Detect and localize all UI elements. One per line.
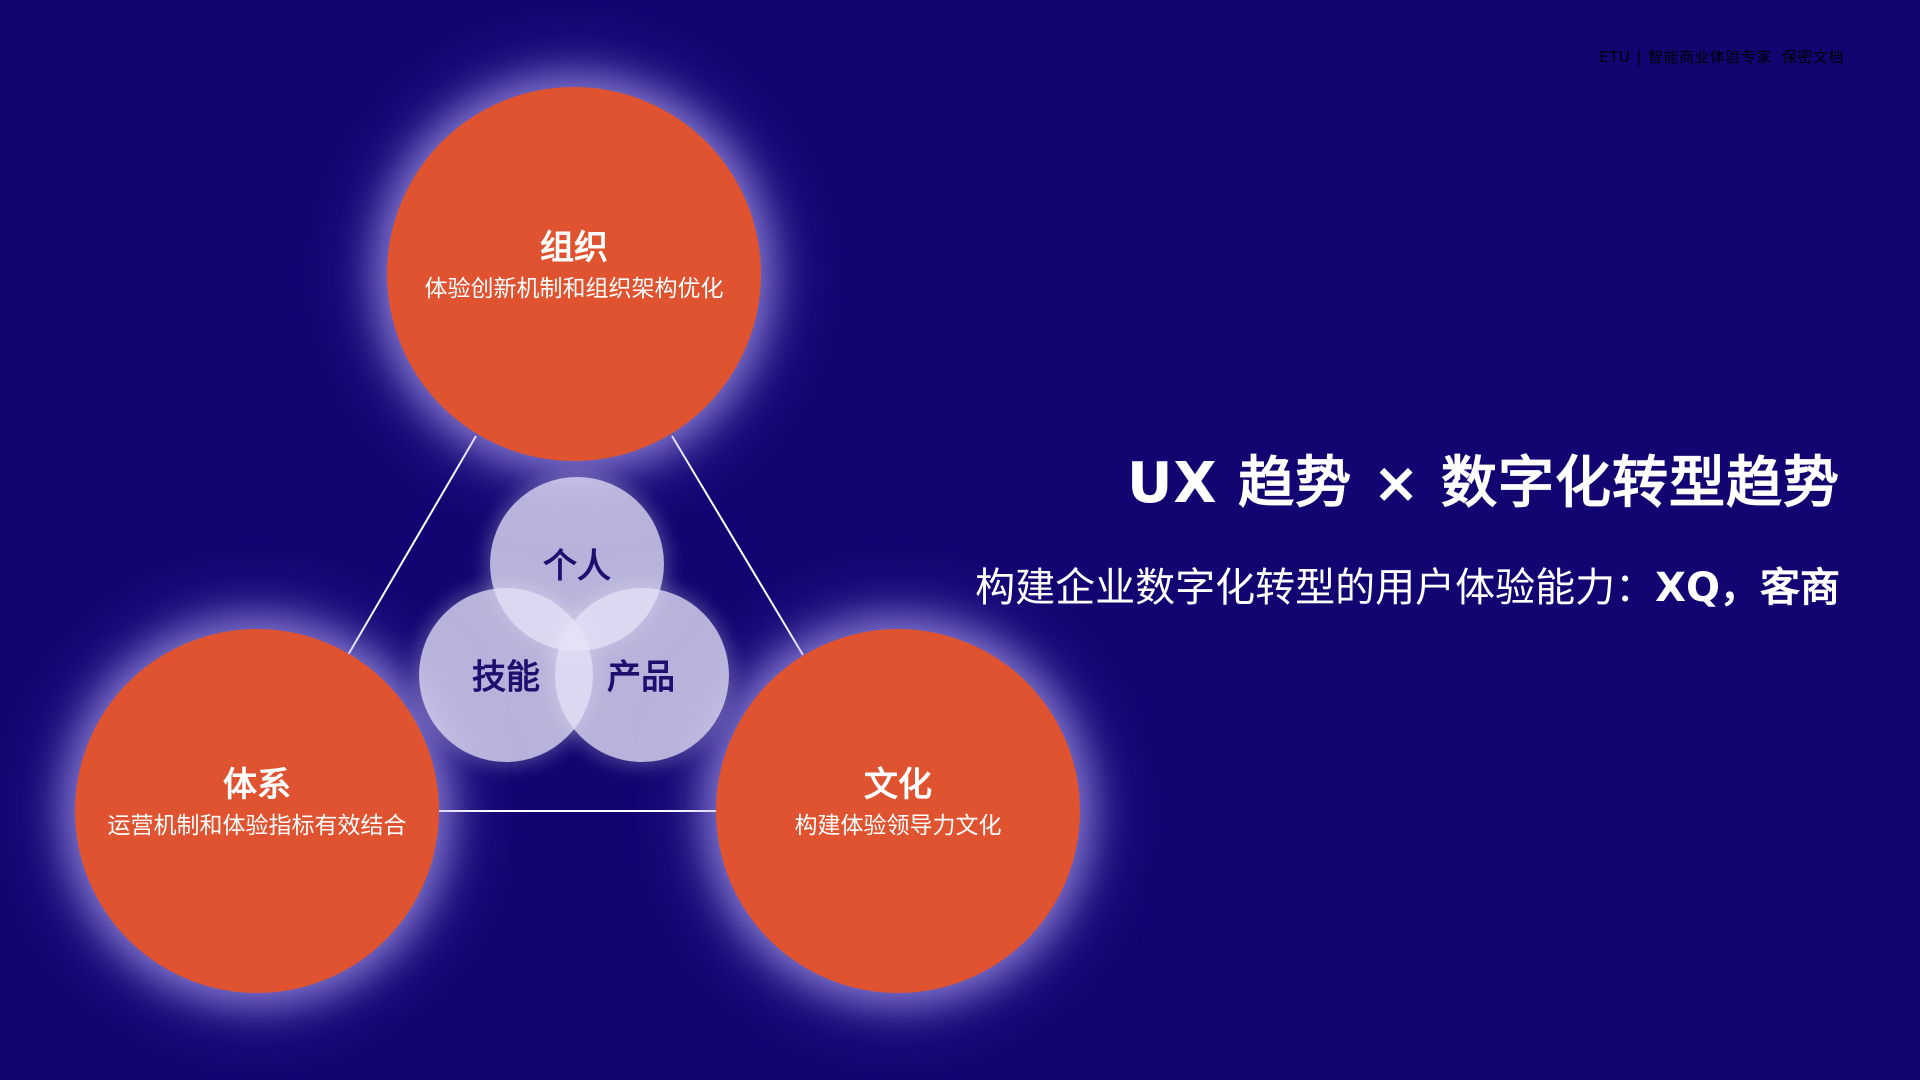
- header-separator: |: [1636, 48, 1642, 66]
- node-culture: 文化 构建体验领导力文化: [716, 629, 1080, 993]
- subtitle-prefix: 构建企业数字化转型的用户体验能力：: [975, 565, 1656, 611]
- confidential-label: 保密文档: [1781, 48, 1844, 66]
- venn-label-person: 个人: [543, 546, 611, 587]
- venn-label-product: 产品: [607, 657, 675, 698]
- brand-tagline: 智能商业体验专家: [1647, 48, 1772, 66]
- headline-subtitle: 构建企业数字化转型的用户体验能力：XQ，客商: [975, 555, 1840, 613]
- node-organization: 组织 体验创新机制和组织架构优化: [387, 87, 761, 461]
- venn-circle-product: [555, 588, 729, 762]
- node-system: 体系 运营机制和体验指标有效结合: [75, 629, 439, 993]
- brand-name: ETU: [1599, 48, 1631, 66]
- headline-title: UX 趋势 × 数字化转型趋势: [1126, 451, 1840, 516]
- node-organization-desc: 体验创新机制和组织架构优化: [424, 276, 724, 302]
- subtitle-emphasis: XQ，客商: [1655, 565, 1840, 611]
- node-culture-title: 文化: [864, 765, 932, 805]
- node-system-title: 体系: [223, 765, 291, 805]
- venn-label-skill: 技能: [472, 657, 540, 698]
- node-organization-title: 组织: [540, 228, 608, 268]
- node-system-desc: 运营机制和体验指标有效结合: [107, 813, 407, 839]
- node-culture-desc: 构建体验领导力文化: [794, 813, 1002, 839]
- header-note: ETU | 智能商业体验专家保密文档: [1599, 46, 1844, 67]
